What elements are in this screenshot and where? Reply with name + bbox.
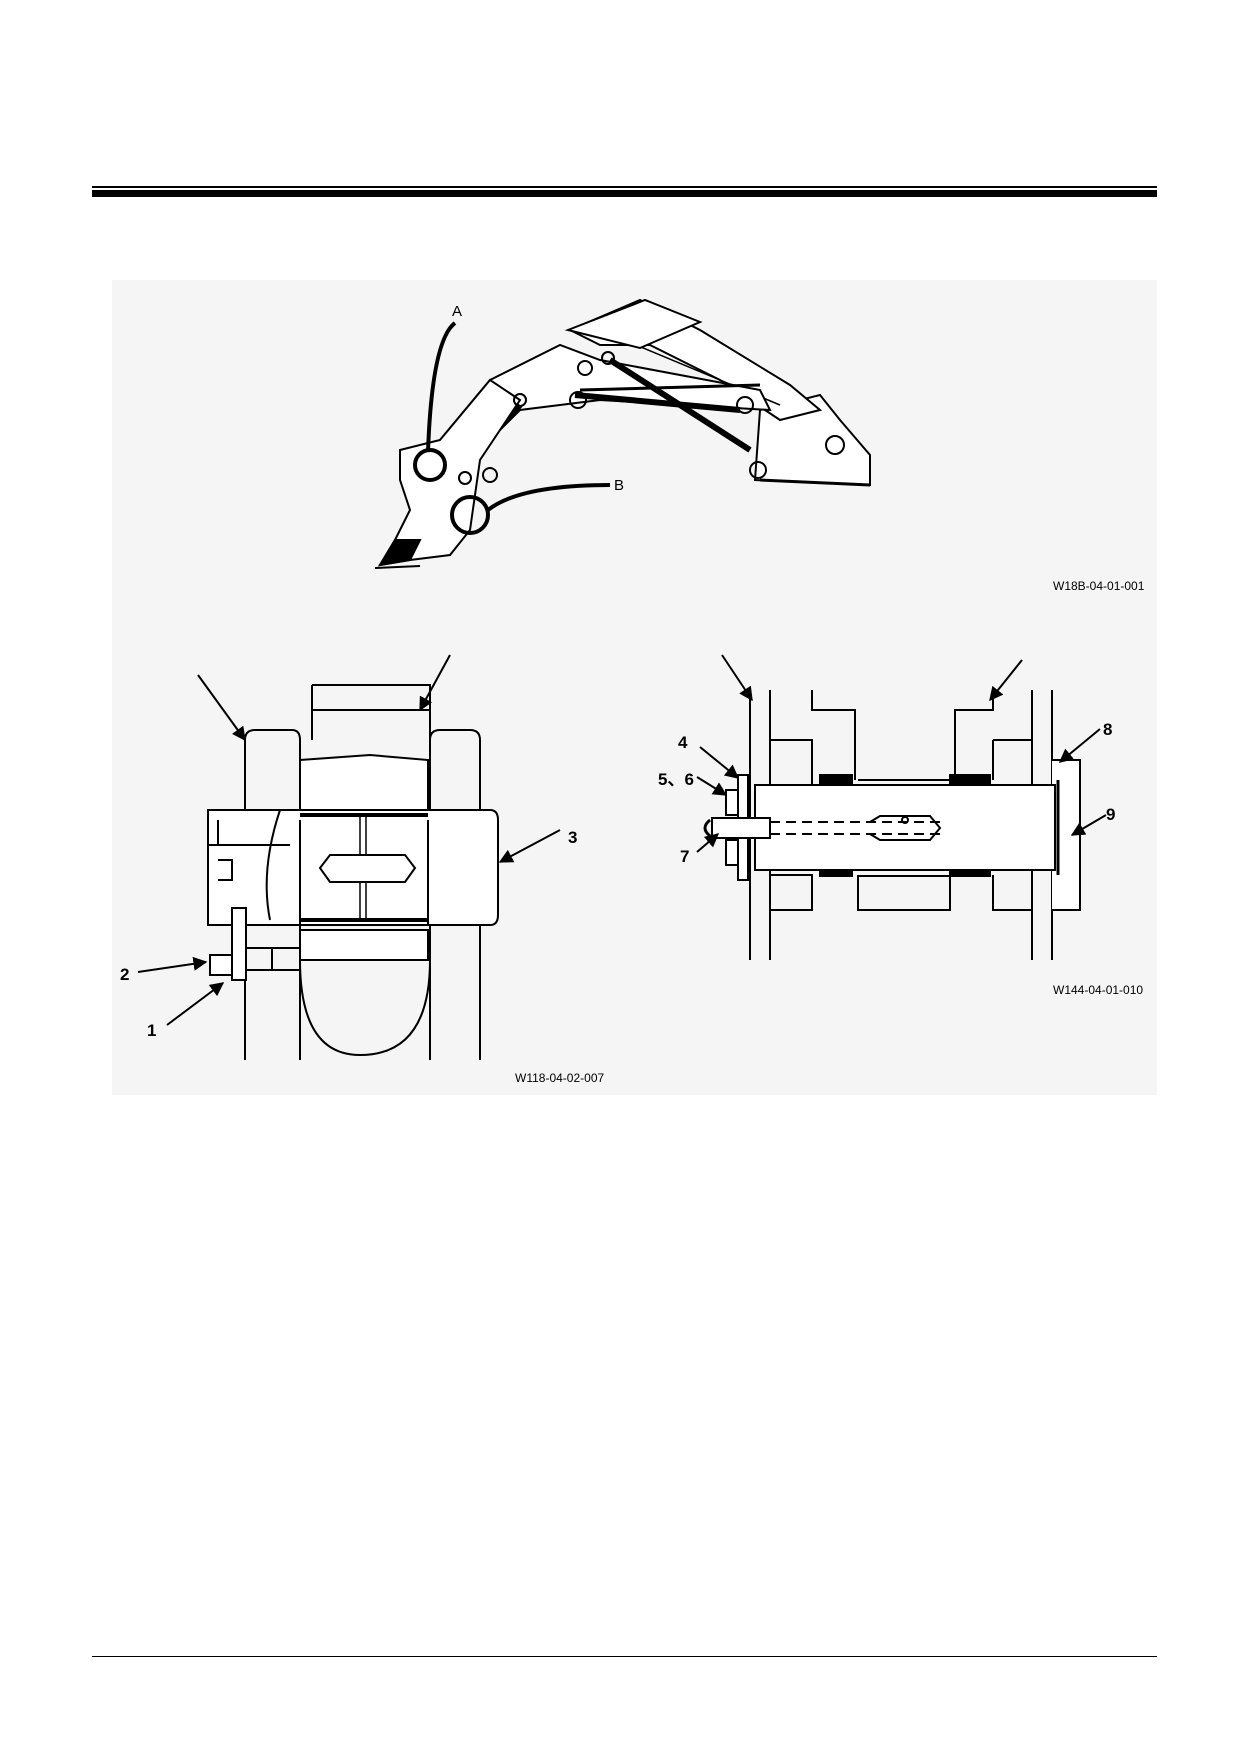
machine-linkage-drawing [374,298,871,569]
part-label-8: 8 [1103,720,1112,739]
part-label-5-6: 5、6 [658,770,694,789]
figure-panel [112,280,1157,1095]
header-rule-thin [92,186,1157,188]
footer-rule [92,1656,1157,1657]
figure-code-top: W18B-04-01-001 [1053,579,1145,593]
part-label-3: 3 [568,828,577,847]
figure-code-left: W118-04-02-007 [515,1071,604,1085]
callout-label-a: A [452,303,462,320]
part-label-2: 2 [120,965,129,984]
leader-arrows-right [696,654,1107,853]
part-label-1: 1 [147,1021,156,1040]
pin-lock-plate-drawing [207,684,499,1060]
leader-arrows-left [137,654,561,1026]
pin-section-drawing [703,690,1081,960]
header-rule-thick [92,190,1157,197]
figure-code-right: W144-04-01-010 [1053,983,1143,997]
part-label-4: 4 [678,733,688,752]
callout-label-b: B [614,477,624,494]
part-label-7: 7 [680,847,689,866]
part-label-9: 9 [1106,805,1115,824]
